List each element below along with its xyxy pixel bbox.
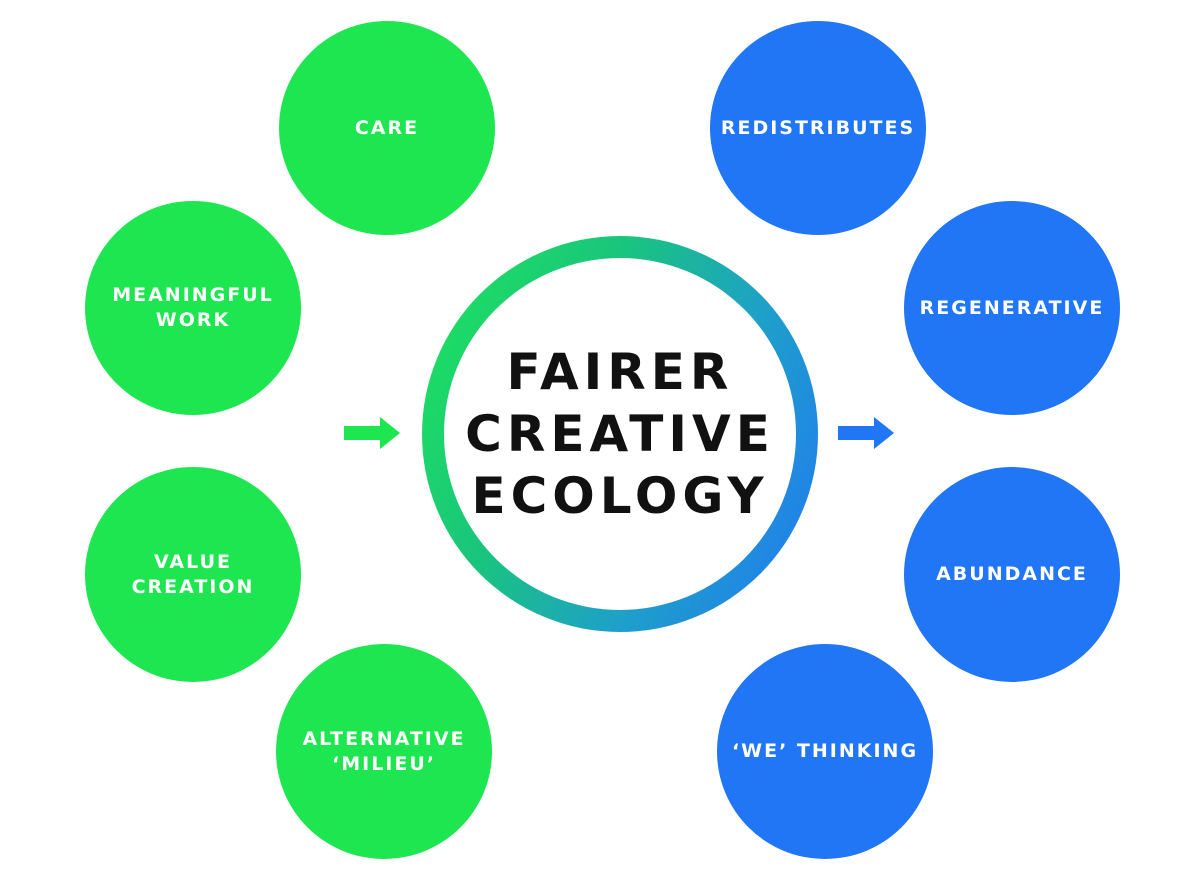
input-node-value-creation: VALUE CREATION (85, 467, 301, 682)
output-node-abundance: ABUNDANCE (904, 467, 1120, 682)
input-node-care: CARE (279, 21, 495, 235)
input-node-label: MEANINGFUL WORK (112, 284, 274, 331)
output-node-label: ABUNDANCE (936, 563, 1088, 585)
arrow-right-icon (838, 417, 894, 449)
center-node: FAIRER CREATIVE ECOLOGY (444, 258, 796, 610)
output-node-regenerative: REGENERATIVE (904, 201, 1120, 415)
output-node-redistributes: REDISTRIBUTES (710, 21, 926, 235)
output-node-label: ‘WE’ THINKING (731, 740, 919, 762)
input-node-label: CARE (354, 116, 420, 139)
center-node-ring: FAIRER CREATIVE ECOLOGY (422, 236, 818, 632)
center-node-label: FAIRER CREATIVE ECOLOGY (465, 343, 775, 525)
arrow-right-icon (344, 417, 400, 449)
output-node-label: REGENERATIVE (919, 296, 1105, 319)
input-node-label: VALUE CREATION (131, 550, 255, 598)
output-node-we-thinking: ‘WE’ THINKING (717, 644, 933, 859)
output-node-label: REDISTRIBUTES (720, 116, 916, 139)
input-node-label: ALTERNATIVE ‘MILIEU’ (302, 727, 466, 775)
input-node-alternative-milieu: ALTERNATIVE ‘MILIEU’ (276, 644, 492, 859)
input-node-meaningful-work: MEANINGFUL WORK (85, 201, 301, 415)
